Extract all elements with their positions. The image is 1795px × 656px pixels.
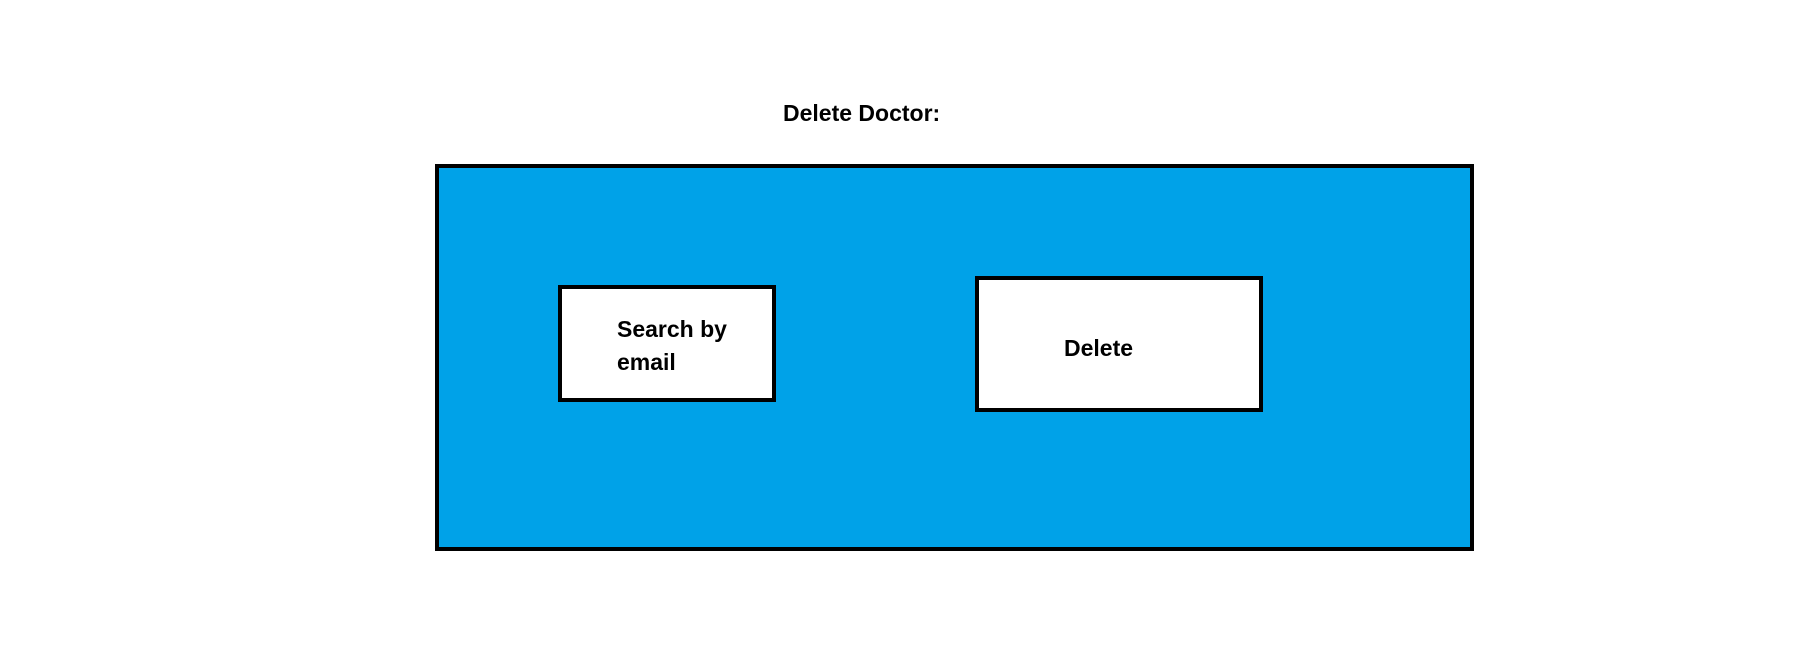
search-by-email-label: Search by email bbox=[617, 316, 727, 375]
delete-button[interactable]: Delete bbox=[975, 276, 1263, 412]
delete-button-label: Delete bbox=[1064, 335, 1134, 361]
page-title: Delete Doctor: bbox=[783, 100, 941, 126]
search-by-email-input[interactable]: Search by email bbox=[558, 285, 776, 402]
